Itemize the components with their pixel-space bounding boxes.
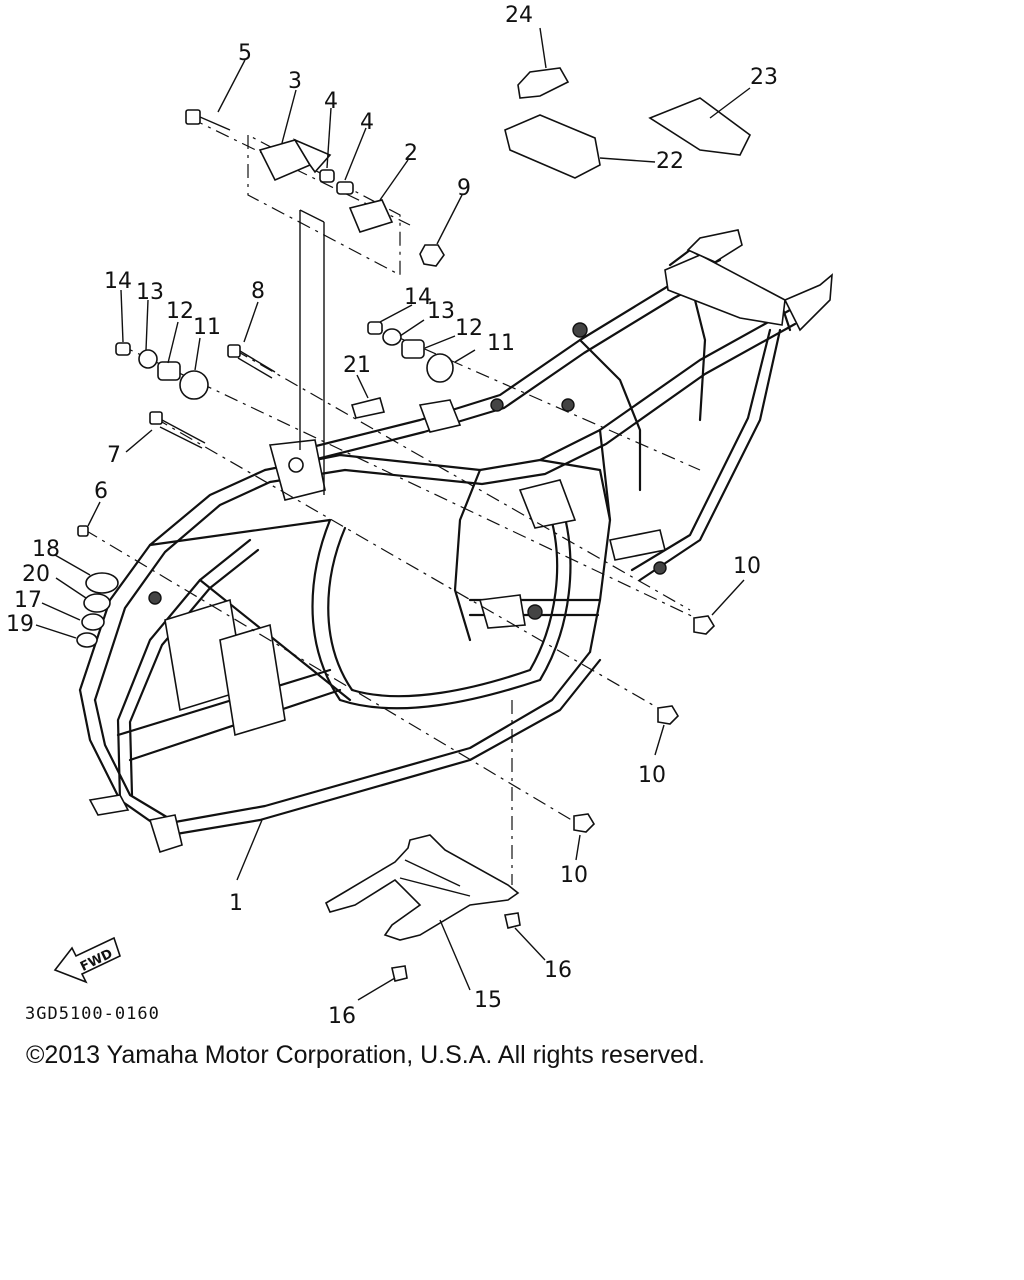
callout-22: 22 — [656, 149, 684, 174]
callout-12a: 12 — [166, 299, 194, 324]
callout-15: 15 — [474, 988, 502, 1013]
callout-9: 9 — [457, 176, 471, 201]
callout-7: 7 — [107, 443, 121, 468]
callout-16b: 16 — [328, 1004, 356, 1029]
callout-19: 19 — [6, 612, 34, 637]
engine-bracket-group — [185, 109, 445, 495]
callout-2: 2 — [404, 141, 418, 166]
leader-lines — [35, 27, 751, 1001]
callout-4a: 4 — [324, 89, 338, 114]
bolt-spacer-rows — [77, 321, 701, 826]
callout-21: 21 — [343, 353, 371, 378]
callout-23: 23 — [750, 65, 778, 90]
callout-13b: 13 — [427, 299, 455, 324]
callout-18: 18 — [32, 537, 60, 562]
callout-8: 8 — [251, 279, 265, 304]
drawing-code: 3GD5100-0160 — [25, 1004, 160, 1024]
callout-13a: 13 — [136, 280, 164, 305]
callout-24: 24 — [505, 3, 533, 28]
skid-plate — [324, 700, 521, 982]
seat-parts — [504, 67, 752, 179]
callout-10c: 10 — [560, 863, 588, 888]
callout-14a: 14 — [104, 269, 132, 294]
callout-labels: 1 2 3 4 4 5 6 7 8 9 10 10 10 10 11 11 12… — [6, 3, 778, 1029]
callout-4b: 4 — [360, 110, 374, 135]
callout-5: 5 — [238, 41, 252, 66]
callout-17: 17 — [14, 588, 42, 613]
callout-3: 3 — [288, 69, 302, 94]
fwd-arrow: FWD — [53, 936, 121, 984]
main-frame — [78, 229, 833, 854]
callout-10a: 10 — [733, 554, 761, 579]
left-washers — [76, 572, 119, 648]
callout-20: 20 — [22, 562, 50, 587]
callout-11a: 11 — [193, 315, 221, 340]
callout-10b: 10 — [638, 763, 666, 788]
frame-exploded-diagram: FWD 1 2 3 4 4 5 6 7 8 9 10 10 10 10 11 1… — [6, 3, 833, 1029]
callout-16a: 16 — [544, 958, 572, 983]
callout-6: 6 — [94, 479, 108, 504]
callout-1: 1 — [229, 891, 243, 916]
nuts-10 — [573, 615, 716, 833]
callout-12b: 12 — [455, 316, 483, 341]
callout-11b: 11 — [487, 331, 515, 356]
copyright-notice: ©2013 Yamaha Motor Corporation, U.S.A. A… — [26, 1041, 705, 1069]
callout-14b: 14 — [404, 285, 432, 310]
